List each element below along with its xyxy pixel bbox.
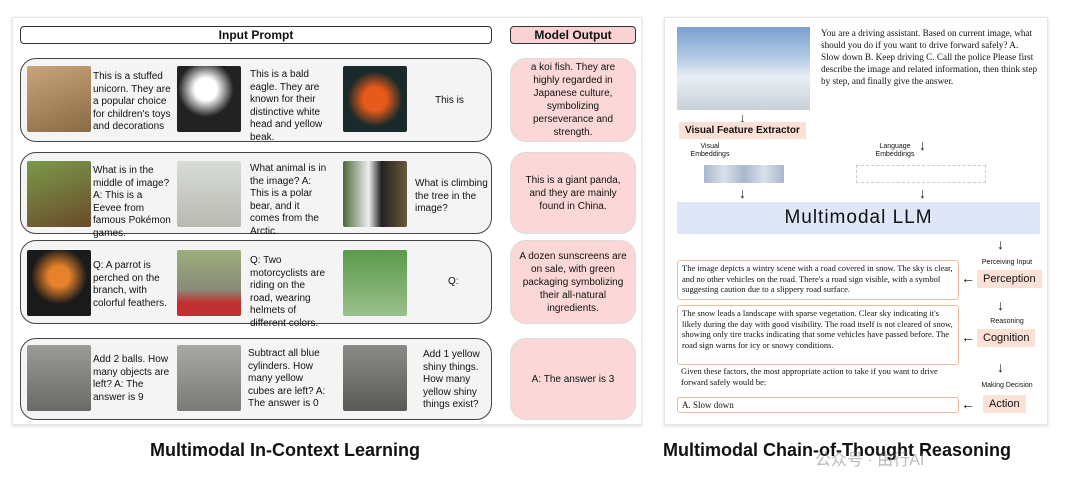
left-arrow-icon: ← xyxy=(961,270,975,286)
prompt-text: Q: Two motorcyclists are riding on the r… xyxy=(250,255,326,329)
prompt-text: This is a bald eagle. They are known for… xyxy=(250,69,323,143)
prompt-text: Subtract all blue cylinders. How many ye… xyxy=(248,348,326,409)
down-arrow-icon: ↓ xyxy=(997,297,1004,313)
making-decision-label: Making Decision xyxy=(981,382,1033,389)
prompt-row-4 xyxy=(20,338,492,420)
prompt-text: What animal is in the image? A: This is … xyxy=(250,163,327,237)
multimodal-llm-box: Multimodal LLM xyxy=(677,202,1040,234)
prompt-text: What is in the middle of image? A: This … xyxy=(93,165,171,239)
unicorn-image xyxy=(27,66,91,132)
prompt-text: Add 2 balls. How many objects are left? … xyxy=(93,354,170,403)
perception-text-box: The image depicts a wintry scene with a … xyxy=(677,260,959,300)
visual-embeddings-label: Visual Embeddings xyxy=(690,143,730,158)
prompt-row-2 xyxy=(20,152,492,234)
eagle-image xyxy=(177,66,241,132)
cot-caption: Multimodal Chain-of-Thought Reasoning xyxy=(663,440,1011,460)
prompt-text: Add 1 yellow shiny things. How many yell… xyxy=(423,349,480,410)
visual-feature-extractor: Visual Feature Extractor xyxy=(679,122,806,139)
model-output-header: Model Output xyxy=(510,26,636,44)
clevr-image xyxy=(27,345,91,411)
panda-image xyxy=(343,161,407,227)
language-embeddings-strip xyxy=(856,165,986,183)
question-text: You are a driving assistant. Based on cu… xyxy=(821,28,1038,86)
prompt-text: Q: A parrot is perched on the branch, wi… xyxy=(93,260,167,309)
model-output: A: The answer is 3 xyxy=(510,338,636,420)
prompt-row-1 xyxy=(20,58,492,142)
clevr-image xyxy=(177,345,241,411)
model-output: This is a giant panda, and they are main… xyxy=(510,152,636,234)
left-arrow-icon: ← xyxy=(961,329,975,345)
model-output: a koi fish. They are highly regarded in … xyxy=(510,58,636,142)
conclusion-text: Given these factors, the most appropriat… xyxy=(681,366,938,387)
visual-embeddings-strip xyxy=(704,165,784,183)
eevee-image xyxy=(27,161,91,227)
koi-image xyxy=(343,66,407,132)
prompt-row-3 xyxy=(20,240,492,324)
cognition-text-box: The snow leads a landscape with sparse v… xyxy=(677,305,959,365)
down-arrow-icon: ↓ xyxy=(919,137,926,153)
polar-bear-image xyxy=(177,161,241,227)
motorcyclists-image xyxy=(177,250,241,316)
watermark: 公众号 · 由行AI xyxy=(815,452,925,469)
action-tag: Action xyxy=(983,395,1026,413)
sunscreen-image xyxy=(343,250,407,316)
left-arrow-icon: ← xyxy=(961,396,975,412)
clevr-image xyxy=(343,345,407,411)
answer-box: A. Slow down xyxy=(677,397,959,413)
parrot-image xyxy=(27,250,91,316)
down-arrow-icon: ↓ xyxy=(739,185,746,201)
cognition-tag: Cognition xyxy=(977,329,1036,347)
snowy-road-image xyxy=(677,27,810,110)
down-arrow-icon: ↓ xyxy=(919,185,926,201)
down-arrow-icon: ↓ xyxy=(997,236,1004,252)
perception-tag: Perception xyxy=(977,270,1042,288)
prompt-text: What is climbing the tree in the image? xyxy=(415,178,488,214)
icl-caption: Multimodal In-Context Learning xyxy=(150,440,420,460)
prompt-text: This is xyxy=(435,95,464,106)
down-arrow-icon: ↓ xyxy=(997,359,1004,375)
model-output: A dozen sunscreens are on sale, with gre… xyxy=(510,240,636,324)
perceiving-input-label: Perceiving Input xyxy=(981,259,1033,266)
language-embeddings-label: Language Embeddings xyxy=(875,143,915,158)
reasoning-label: Reasoning xyxy=(990,318,1024,325)
down-arrow-icon: ↓ xyxy=(739,110,746,126)
input-prompt-header: Input Prompt xyxy=(20,26,492,44)
prompt-text: This is a stuffed unicorn. They are a po… xyxy=(93,71,171,132)
prompt-text: Q: xyxy=(448,276,459,287)
